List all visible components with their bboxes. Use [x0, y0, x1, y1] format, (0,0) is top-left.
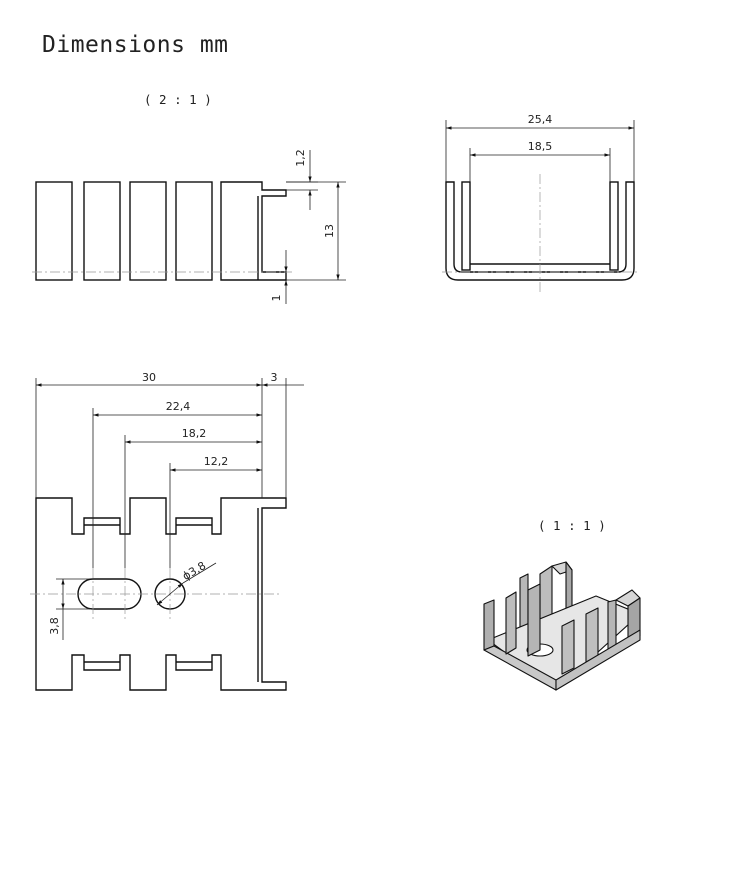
dim-slot-pos2: 18,2: [182, 427, 207, 440]
dim-flange: 3: [271, 371, 278, 384]
dim-top-thickness: 1,2: [294, 149, 307, 167]
dim-length: 30: [142, 371, 156, 384]
dim-hole-pos: 12,2: [204, 455, 229, 468]
top-view: 30 3 22,4 18,2 12,2 ϕ3,8 3,8: [30, 371, 304, 691]
dim-slot-width: 3,8: [48, 617, 61, 635]
dim-height: 13: [323, 224, 336, 238]
dim-base-thickness: 1: [270, 295, 283, 302]
front-view: 1,2 13 1: [32, 149, 346, 304]
page-title: Dimensions mm: [42, 32, 229, 58]
dim-hole-diameter: ϕ3,8: [180, 559, 208, 583]
dim-slot-pos: 22,4: [166, 400, 191, 413]
side-view: 25,4 18,5: [442, 113, 638, 292]
scale-label-detail: ( 2 : 1 ): [144, 92, 212, 107]
scale-label-iso: ( 1 : 1 ): [538, 518, 606, 533]
dim-outer-width: 25,4: [528, 113, 553, 126]
isometric-view: [483, 561, 641, 691]
dim-inner-width: 18,5: [528, 140, 553, 153]
